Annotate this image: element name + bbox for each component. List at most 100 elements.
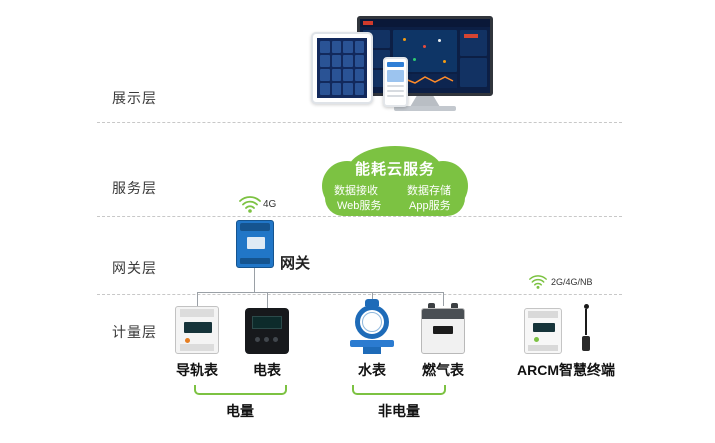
app-tile xyxy=(354,41,364,53)
meter-button xyxy=(255,337,260,342)
connector-line xyxy=(254,268,255,292)
connector-line xyxy=(443,292,444,306)
layer-separator xyxy=(97,216,622,217)
gas-meter-band xyxy=(422,309,464,319)
gateway-panel xyxy=(247,237,265,249)
map-dot xyxy=(423,45,426,48)
gateway-device xyxy=(236,220,274,268)
meter-terminal-strip xyxy=(528,311,558,318)
device-label-gas-meter: 燃气表 xyxy=(422,362,464,378)
map-dot xyxy=(413,58,416,61)
cloud-title: 能耗云服务 xyxy=(354,161,435,178)
app-tile xyxy=(320,69,330,81)
antenna-rod xyxy=(585,309,587,335)
monitor-base xyxy=(394,106,456,111)
cloud-service-item: App服务 xyxy=(409,200,451,212)
water-meter-body xyxy=(363,347,381,354)
app-tile xyxy=(331,83,341,95)
app-tile xyxy=(320,83,330,95)
arcm-terminal-device xyxy=(524,308,562,354)
group-label-non-electric: 非电量 xyxy=(378,403,420,419)
meter-indicator-led xyxy=(534,337,539,342)
app-tile xyxy=(331,69,341,81)
din-rail-meter-device xyxy=(175,306,219,354)
connector-line xyxy=(197,292,444,293)
meter-display xyxy=(184,322,212,333)
device-label-arcm-terminal: ARCM智慧终端 xyxy=(517,362,615,378)
app-tile xyxy=(343,41,353,53)
wifi-icon xyxy=(529,275,547,289)
gateway-label: 网关 xyxy=(280,255,311,272)
gas-meter-body xyxy=(421,308,465,354)
meter-display xyxy=(252,316,282,329)
gateway-terminal-strip xyxy=(240,223,270,231)
app-tile xyxy=(354,83,364,95)
app-tile xyxy=(343,83,353,95)
phone-text-line xyxy=(387,95,404,97)
phone-header xyxy=(387,62,404,67)
dashboard-logo xyxy=(363,21,373,25)
antenna-icon xyxy=(580,304,592,352)
layer-label-service: 服务层 xyxy=(112,180,157,196)
app-tile xyxy=(343,69,353,81)
meter-display xyxy=(533,323,555,332)
meter-terminal-strip xyxy=(180,344,214,351)
app-tile xyxy=(343,55,353,67)
device-label-electric-meter: 电表 xyxy=(253,362,281,378)
dashboard-panel xyxy=(460,30,487,56)
cloud-service-item: 数据接收 xyxy=(334,185,378,197)
gas-meter-counter xyxy=(433,326,453,334)
layer-label-gateway: 网关层 xyxy=(112,260,157,276)
app-tile xyxy=(320,55,330,67)
gas-meter-device xyxy=(421,303,465,354)
dashboard-panel xyxy=(460,58,487,87)
energy-cloud-service: 能耗云服务 数据接收 数据存储 Web服务 App服务 xyxy=(303,138,487,224)
antenna-base xyxy=(582,336,590,351)
group-bracket-electric xyxy=(194,385,287,395)
meter-button xyxy=(273,337,278,342)
connector-line xyxy=(267,292,268,308)
connector-line xyxy=(197,292,198,306)
cloud-service-item: Web服务 xyxy=(337,200,382,212)
map-dot xyxy=(443,60,446,63)
app-tile xyxy=(331,41,341,53)
device-label-din-rail-meter: 导轨表 xyxy=(176,362,218,378)
phone-chart xyxy=(387,70,404,82)
water-meter-dial xyxy=(355,305,389,339)
tablet-device xyxy=(311,32,373,104)
water-meter-device xyxy=(350,299,394,354)
device-label-water-meter: 水表 xyxy=(358,362,386,378)
meter-button xyxy=(264,337,269,342)
phone-text-line xyxy=(387,90,404,92)
water-meter-pipe xyxy=(350,340,394,347)
layer-separator xyxy=(97,122,622,123)
meter-terminal-strip xyxy=(180,309,214,317)
gas-meter-nozzle xyxy=(451,303,458,309)
layer-separator xyxy=(97,294,622,295)
phone-text-line xyxy=(387,85,404,87)
cloud-service-item: 数据存储 xyxy=(407,185,451,197)
gateway-signal-label: 4G xyxy=(263,199,277,210)
gateway-rail-clip xyxy=(240,258,270,264)
meter-buttons xyxy=(255,337,278,342)
dashboard-bar xyxy=(464,34,478,38)
tablet-screen xyxy=(317,38,367,98)
water-meter-face xyxy=(362,312,382,332)
electric-meter-device xyxy=(245,308,289,354)
map-dot xyxy=(403,38,406,41)
app-tile xyxy=(331,55,341,67)
phone-device xyxy=(383,57,408,107)
monitor-screen xyxy=(357,16,493,96)
app-tile xyxy=(354,55,364,67)
layer-label-display: 展示层 xyxy=(112,90,157,106)
monitor-stand xyxy=(410,96,440,107)
antenna-tip xyxy=(583,304,589,309)
wifi-icon xyxy=(239,196,261,213)
water-meter-cap xyxy=(365,299,379,306)
meter-terminal-strip xyxy=(528,345,558,351)
group-label-electric: 电量 xyxy=(226,403,254,419)
connector-line xyxy=(372,292,373,302)
layer-label-metering: 计量层 xyxy=(112,324,157,340)
map-dot xyxy=(438,39,441,42)
